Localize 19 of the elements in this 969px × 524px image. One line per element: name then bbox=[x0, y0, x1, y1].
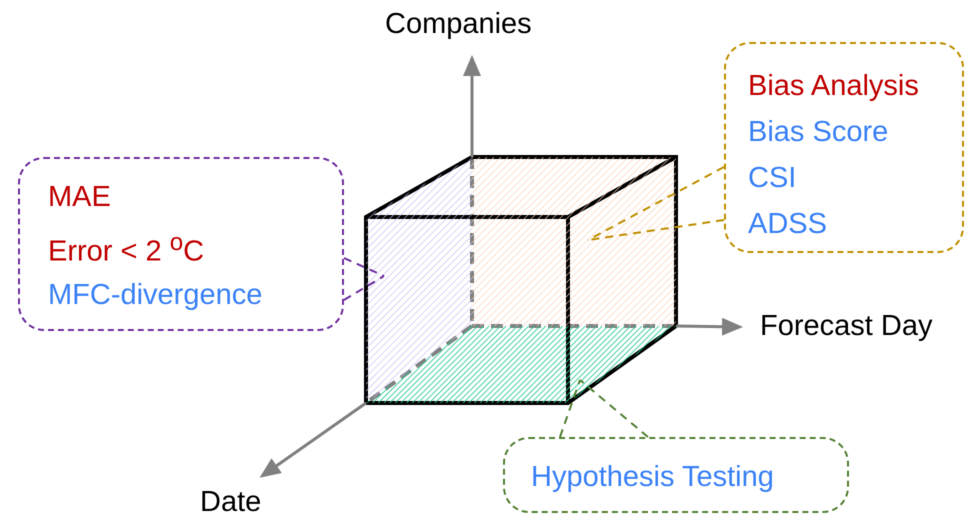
metric-label: MAE bbox=[48, 183, 111, 212]
axis-label: Companies bbox=[385, 10, 532, 39]
callout-bubble bbox=[724, 42, 964, 253]
axis-label: Date bbox=[200, 488, 262, 517]
callout-bubble bbox=[18, 157, 344, 331]
callout-bubble bbox=[503, 437, 849, 513]
hatched-face bbox=[366, 326, 676, 403]
hatched-face bbox=[472, 157, 676, 326]
metric-label: MFC-divergence bbox=[48, 281, 262, 310]
metric-label: Hypothesis Testing bbox=[531, 463, 774, 492]
metric-label: ADSS bbox=[748, 210, 827, 239]
metric-label: Bias Analysis bbox=[748, 72, 919, 101]
callout-tail bbox=[587, 166, 725, 241]
axis-label: Forecast Day bbox=[760, 312, 932, 341]
metric-label: Error < 2 $^{o}$C bbox=[48, 231, 204, 267]
metric-label: Bias Score bbox=[748, 118, 888, 147]
callout-tail bbox=[559, 379, 649, 438]
callout-tail bbox=[343, 257, 385, 301]
metric-label: CSI bbox=[748, 164, 796, 193]
